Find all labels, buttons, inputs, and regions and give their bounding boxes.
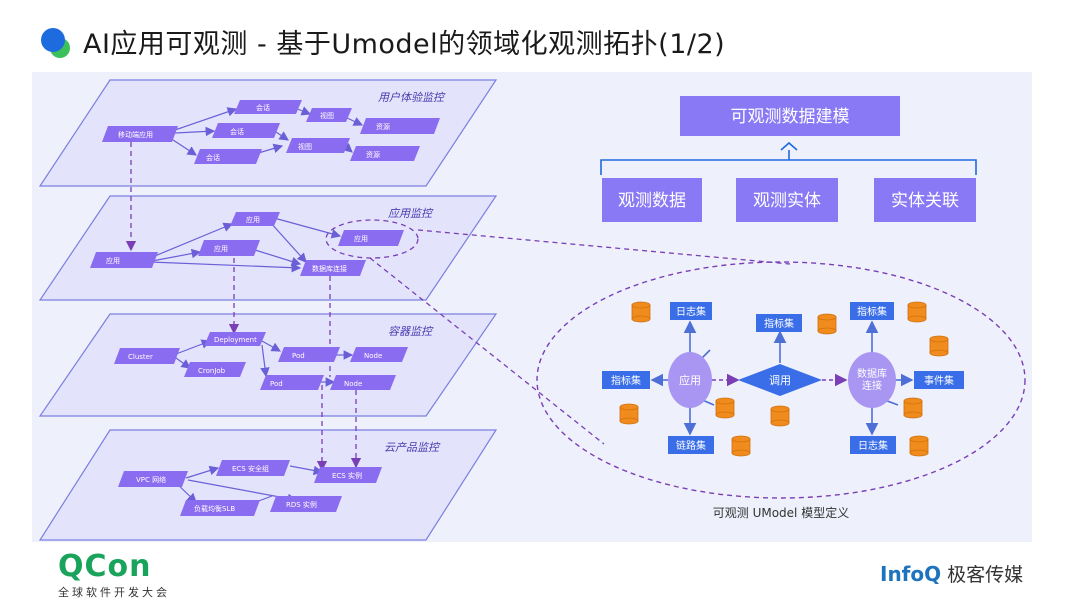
node-pod-1: Pod (292, 352, 305, 360)
umodel-app-label: 应用 (679, 373, 701, 387)
node-pod-2: Pod (270, 380, 283, 388)
node-view-2: 视图 (298, 142, 312, 151)
title-logo-icon (38, 26, 78, 60)
node-vpc: VPC 网络 (136, 475, 166, 484)
node-cluster: Cluster (128, 353, 153, 361)
node-ecs-sg: ECS 安全组 (232, 464, 269, 473)
node-db-conn: 数据库连接 (312, 264, 347, 273)
infoq-chinese-name: 极客传媒 (947, 564, 1024, 586)
node-cronjob: CronJob (198, 367, 226, 375)
node-app-1: 应用 (246, 215, 260, 224)
node-view-1: 视图 (320, 111, 334, 120)
node-node-2: Node (344, 380, 362, 388)
qcon-logo: QCon 全球软件开发大会 (58, 552, 170, 600)
page-title: AI应用可观测 - 基于Umodel的领域化观测拓扑(1/2) (83, 29, 726, 60)
umodel-metric-mid: 指标集 (764, 317, 794, 330)
umodel-log-right: 日志集 (858, 439, 888, 452)
umodel-db-label: 数据库连接 (857, 367, 887, 392)
layer-title-app: 应用监控 (388, 207, 434, 220)
modeling-child-box-3 (874, 178, 976, 222)
umodel-event: 事件集 (924, 374, 954, 387)
infoq-logo: InfoQ 极客传媒 (880, 560, 1023, 587)
database-cylinder-icons (619, 301, 949, 457)
node-app-2: 应用 (214, 244, 228, 253)
node-session-1: 会话 (256, 103, 270, 112)
layer-plane-app (38, 195, 498, 301)
node-deployment: Deployment (214, 336, 257, 344)
node-app-3: 应用 (106, 256, 120, 265)
modeling-child-label-2: 观测实体 (753, 191, 821, 211)
umodel-call-label: 调用 (769, 374, 791, 387)
layer-title-cloud: 云产品监控 (384, 441, 441, 454)
node-session-3: 会话 (206, 153, 220, 162)
umodel-metric-right: 指标集 (857, 305, 887, 318)
layer-plane-cloud (38, 429, 498, 541)
umodel-trace: 链路集 (676, 439, 706, 452)
node-mobile-app: 移动端应用 (118, 130, 153, 139)
layer-title-container: 容器监控 (388, 325, 434, 338)
node-resource-2: 资源 (366, 150, 380, 159)
node-session-2: 会话 (230, 127, 244, 136)
umodel-log-left: 日志集 (676, 305, 706, 318)
node-app-4: 应用 (354, 234, 368, 243)
layer-title-user: 用户体验监控 (378, 91, 446, 104)
modeling-child-label-1: 观测数据 (618, 191, 686, 211)
modeling-child-label-3: 实体关联 (891, 191, 959, 211)
modeling-child-box-1 (602, 178, 702, 222)
umodel-call-diamond (738, 364, 822, 396)
umodel-metric-left: 指标集 (611, 374, 641, 387)
layer-plane-container (38, 313, 498, 417)
node-slb: 负载均衡SLB (194, 504, 235, 513)
modeling-child-box-2 (736, 178, 838, 222)
modeling-root-label: 可观测数据建模 (731, 107, 850, 127)
node-rds-instance: RDS 实例 (286, 500, 317, 509)
umodel-db-circle (848, 352, 896, 408)
node-resource-1: 资源 (376, 122, 390, 131)
node-ecs-instance: ECS 实例 (332, 471, 362, 480)
infoq-wordmark: InfoQ (880, 561, 942, 586)
umodel-app-circle (668, 352, 712, 408)
modeling-root-box (680, 96, 900, 136)
qcon-wordmark: QCon (58, 549, 152, 584)
qcon-subtitle: 全球软件开发大会 (58, 586, 170, 599)
node-node-1: Node (364, 352, 382, 360)
umodel-caption: 可观测 UModel 模型定义 (713, 505, 849, 520)
